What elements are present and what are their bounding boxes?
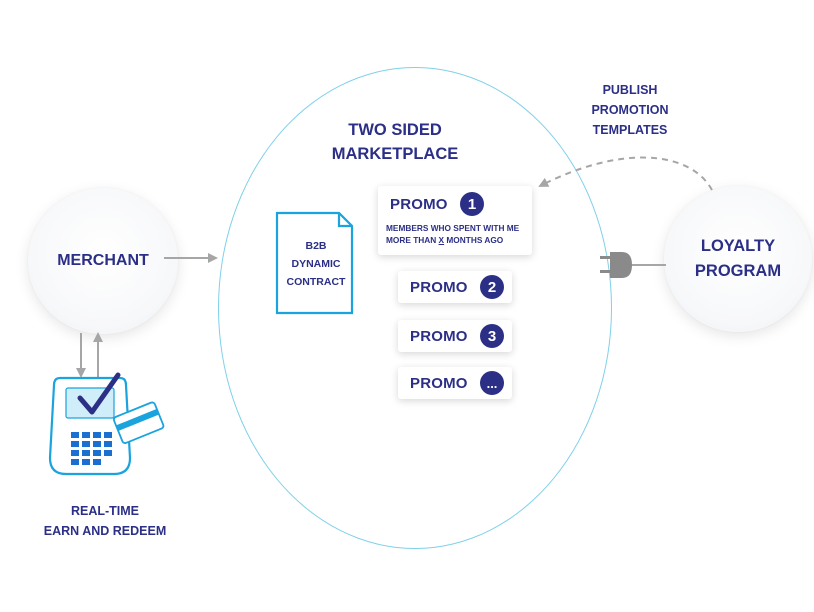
promo-description-line: MEMBERS WHO SPENT WITH ME bbox=[386, 223, 520, 233]
checkmark-icon bbox=[77, 372, 121, 415]
loyalty-program-node[interactable]: LOYALTY PROGRAM bbox=[664, 186, 812, 332]
merchant-node[interactable]: MERCHANT bbox=[28, 188, 178, 334]
promo-number-badge: 2 bbox=[480, 275, 504, 299]
promo-card-1[interactable]: PROMO 1 MEMBERS WHO SPENT WITH ME MORE T… bbox=[378, 186, 532, 255]
credit-card-icon bbox=[113, 401, 165, 444]
promo-card-more[interactable]: PROMO ... bbox=[398, 367, 512, 399]
desc-prefix: MORE THAN bbox=[386, 235, 439, 245]
caption-line: EARN AND REDEEM bbox=[43, 524, 167, 538]
publish-dashed-arrow bbox=[538, 156, 713, 191]
promo-label: PROMO bbox=[390, 196, 448, 213]
publish-note: PUBLISH PROMOTION TEMPLATES bbox=[575, 80, 685, 140]
earn-redeem-caption: REAL-TIME EARN AND REDEEM bbox=[40, 501, 170, 541]
caption-line: REAL-TIME bbox=[70, 504, 140, 518]
publish-note-line: TEMPLATES bbox=[592, 123, 668, 137]
promo-number-badge: 3 bbox=[480, 324, 504, 348]
contract-label: B2B DYNAMIC CONTRACT bbox=[277, 237, 355, 291]
merchant-label: MERCHANT bbox=[57, 252, 149, 269]
publish-note-line: PROMOTION bbox=[591, 103, 669, 117]
contract-label-line: CONTRACT bbox=[286, 276, 346, 288]
promo-number-badge: ... bbox=[480, 371, 504, 395]
promo-label: PROMO bbox=[410, 279, 468, 296]
promo-card-2[interactable]: PROMO 2 bbox=[398, 271, 512, 303]
contract-label-line: DYNAMIC bbox=[291, 258, 341, 270]
marketplace-title: TWO SIDED MARKETPLACE bbox=[320, 118, 470, 166]
promo-label: PROMO bbox=[410, 375, 468, 392]
loyalty-label-line: PROGRAM bbox=[694, 262, 782, 280]
title-line: MARKETPLACE bbox=[331, 145, 459, 163]
title-line: TWO SIDED bbox=[348, 121, 442, 139]
promo-description-line: MORE THAN X MONTHS AGO bbox=[386, 234, 532, 246]
promo-description: MEMBERS WHO SPENT WITH ME MORE THAN X MO… bbox=[386, 222, 532, 246]
promo-label: PROMO bbox=[410, 328, 468, 345]
publish-note-line: PUBLISH bbox=[602, 83, 658, 97]
promo-number-badge: 1 bbox=[460, 192, 484, 216]
desc-variable: X bbox=[438, 235, 445, 245]
promo-card-3[interactable]: PROMO 3 bbox=[398, 320, 512, 352]
loyalty-label-line: LOYALTY bbox=[700, 237, 776, 255]
desc-suffix: MONTHS AGO bbox=[444, 235, 504, 245]
document-icon bbox=[275, 211, 354, 315]
plug-icon bbox=[600, 252, 666, 278]
contract-label-line: B2B bbox=[305, 240, 327, 252]
